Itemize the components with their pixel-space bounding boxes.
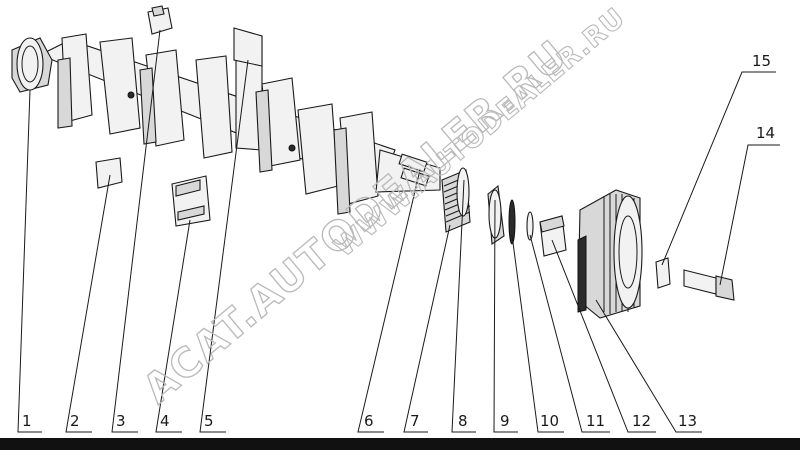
callout-1: 1 [22,412,32,430]
oil-seal-ring [508,199,516,245]
thrust-washer-upper [233,27,263,67]
spacer-ring [526,211,534,241]
main-bearing-upper-shell [147,5,173,35]
callout-4: 4 [160,412,170,430]
main-bearing-lower-shell [95,157,123,189]
leader-lines [17,29,780,433]
callout-numbers: 1 2 3 4 5 6 7 8 9 10 11 12 13 14 15 [22,52,775,430]
callout-6: 6 [364,412,374,430]
thrust-bearing-shell [171,175,211,227]
callout-10: 10 [540,412,559,430]
pulley-hub [487,184,505,245]
callout-3: 3 [116,412,126,430]
callout-14: 14 [756,124,775,142]
callout-12: 12 [632,412,651,430]
spacer-block [539,215,567,257]
crankshaft-pulley [577,189,643,319]
callout-5: 5 [204,412,214,430]
callout-7: 7 [410,412,420,430]
bottom-border-bar [0,438,800,450]
callout-15: 15 [752,52,771,70]
callout-2: 2 [70,412,80,430]
callout-9: 9 [500,412,510,430]
pulley-bolt [683,269,735,301]
callout-11: 11 [586,412,605,430]
callout-13: 13 [678,412,697,430]
crankshaft [11,29,441,215]
callout-8: 8 [458,412,468,430]
